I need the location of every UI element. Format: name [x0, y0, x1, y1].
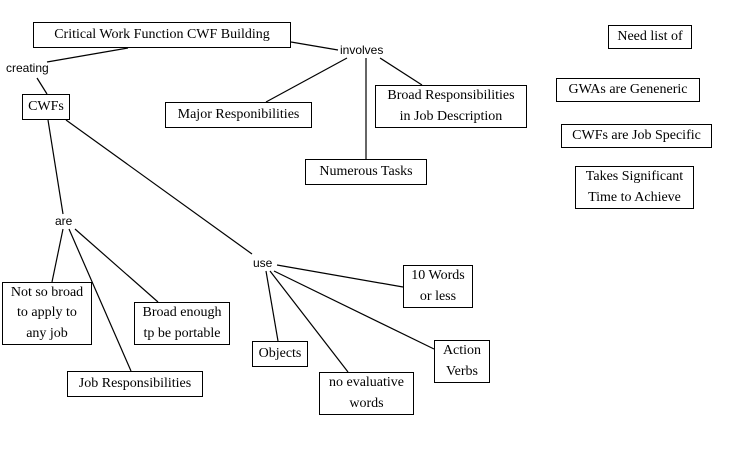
edge-use-objects — [265, 270, 279, 342]
node-cwfs-job-specific[interactable]: CWFs are Job Specific — [561, 124, 712, 148]
node-no-evaluative-words[interactable]: no evaluative words — [319, 372, 414, 415]
edge-involves-major — [265, 57, 348, 103]
node-job-responsibilities[interactable]: Job Responsibilities — [67, 371, 203, 397]
link-label-creating[interactable]: creating — [6, 61, 49, 75]
edge-are-notsobroad — [51, 228, 64, 283]
node-broad-responsibilities[interactable]: Broad Responsibilities in Job Descriptio… — [375, 85, 527, 128]
edge-use-tenwords — [276, 264, 404, 288]
node-objects[interactable]: Objects — [252, 341, 308, 367]
edge-cwfs-use — [65, 119, 253, 255]
edge-cwfbuilding-creating — [46, 47, 129, 63]
node-broad-enough[interactable]: Broad enough tp be portable — [134, 302, 230, 345]
edge-cwfs-are — [47, 119, 64, 215]
edge-involves-broad — [379, 57, 423, 86]
edge-creating-cwfs — [36, 77, 48, 95]
link-label-use[interactable]: use — [253, 256, 273, 270]
node-action-verbs[interactable]: Action Verbs — [434, 340, 490, 383]
node-cwfs[interactable]: CWFs — [22, 94, 70, 120]
node-not-so-broad[interactable]: Not so broad to apply to any job — [2, 282, 92, 345]
node-gwas-generic[interactable]: GWAs are Geneneric — [556, 78, 700, 102]
node-cwf-building[interactable]: Critical Work Function CWF Building — [33, 22, 291, 48]
node-ten-words[interactable]: 10 Words or less — [403, 265, 473, 308]
node-major-responsibilities[interactable]: Major Responibilities — [165, 102, 312, 128]
node-takes-significant-time[interactable]: Takes Significant Time to Achieve — [575, 166, 694, 209]
node-numerous-tasks[interactable]: Numerous Tasks — [305, 159, 427, 185]
link-label-are[interactable]: are — [55, 214, 73, 228]
link-label-involves[interactable]: involves — [340, 43, 384, 57]
edge-cwfbuilding-involves — [290, 41, 339, 51]
node-need-list-of[interactable]: Need list of — [608, 25, 692, 49]
